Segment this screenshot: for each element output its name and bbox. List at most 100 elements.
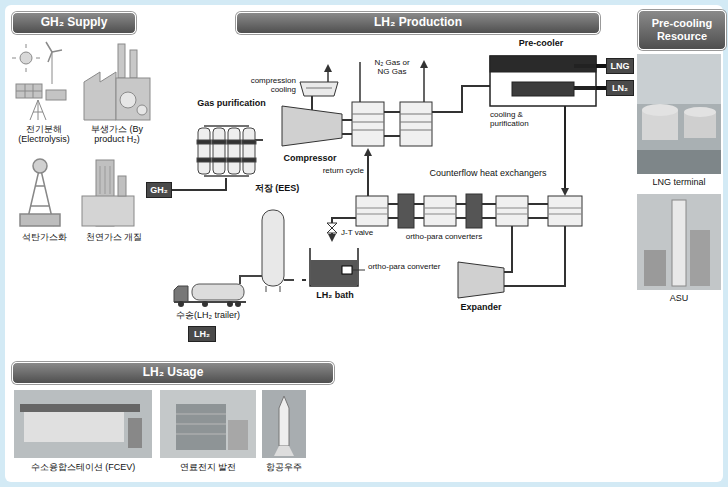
- coal-gasification-icon: [33, 159, 47, 173]
- node-text: GH₂ Supply: [41, 16, 108, 30]
- lng-terminal-photo: [642, 104, 678, 116]
- lh2-trailer: [227, 301, 233, 307]
- byproduct-plant-icon: [137, 105, 147, 115]
- text-label: 석탄가스화: [12, 232, 76, 242]
- node-text: 저장 (EES): [255, 183, 300, 193]
- heat-exchanger-chain: [327, 194, 582, 286]
- counterflow-heat-exchanger: [352, 114, 432, 130]
- section-header: LH₂ Usage: [12, 362, 334, 384]
- coal-gasification-icon: [20, 159, 60, 226]
- purifier-columns: [197, 158, 211, 162]
- pipe-connector: [596, 64, 606, 68]
- storage-tank: [284, 279, 294, 281]
- text-label: 항공우주: [258, 462, 310, 472]
- electrolysis-icon: [16, 84, 42, 98]
- fcev-station-photo: [14, 390, 152, 458]
- text-label: 천연가스 개질: [76, 232, 152, 242]
- electrolysis-icon: [12, 42, 66, 120]
- purifier-columns: [204, 126, 249, 176]
- fuel-cell-plant-photo: [160, 390, 256, 458]
- text-label: cooling & purification: [490, 110, 552, 128]
- byproduct-plant-icon: [130, 50, 137, 78]
- text-label: LNG terminal: [637, 177, 721, 187]
- text-label: return cycle: [306, 166, 364, 175]
- lng-terminal-photo: [637, 54, 721, 104]
- byproduct-plant-icon: [120, 92, 136, 108]
- coolant-tag: LNG: [606, 58, 634, 74]
- text-label: 부생가스 (By product H₂): [78, 124, 156, 145]
- counterflow-heat-exchanger: [384, 112, 400, 136]
- pipe-connector: [302, 279, 306, 281]
- byproduct-plant-icon: [84, 72, 116, 120]
- gas-reforming-icon: [82, 196, 134, 226]
- asu-photo: [637, 194, 721, 290]
- electrolysis-icon: [52, 52, 53, 84]
- byproduct-plant-icon: [84, 44, 150, 120]
- purifier-columns: [212, 140, 226, 144]
- storage-tank: [262, 210, 284, 286]
- node-text: Gas purification: [197, 98, 266, 108]
- node-text: LN₂: [612, 83, 628, 93]
- fuel-cell-plant-photo: [228, 420, 248, 450]
- compressor-symbol: [311, 96, 313, 110]
- gas-reforming-icon: [118, 176, 126, 196]
- asu-photo: [672, 200, 686, 286]
- storage-tank: [266, 286, 280, 292]
- compressor-unit: Compressor: [270, 103, 350, 163]
- text-label: Counterflow heat exchangers: [420, 168, 556, 178]
- pre-cooler-vessel: [512, 82, 574, 96]
- lh2-trailer: [174, 284, 246, 307]
- purifier-columns: [243, 128, 255, 174]
- lng-terminal-photo: [637, 54, 721, 174]
- section-header: Pre-cooling Resource: [638, 10, 726, 50]
- bath-unit: LH₂ bath: [306, 242, 364, 300]
- fcev-station-photo: [24, 412, 124, 442]
- byproduct-plant-icon: [118, 44, 125, 78]
- pre-cooler-vessel: [564, 106, 566, 194]
- pipe-connector: [596, 86, 606, 90]
- electrolysis-icon: [12, 44, 40, 72]
- asu-photo: [637, 194, 721, 290]
- node-text: Pre-cooling Resource: [639, 17, 725, 42]
- lng-terminal-photo: [684, 107, 716, 117]
- heat-exchanger-chain: [548, 196, 582, 226]
- aerospace-photo: [262, 390, 306, 458]
- counterflow-heat-exchanger: [367, 150, 369, 196]
- gas-reforming-icon: [82, 160, 134, 226]
- node-text: Expander: [460, 302, 501, 312]
- lh2-trailer: [202, 301, 208, 307]
- coolant-tag: LN₂: [606, 80, 634, 96]
- counterflow-heat-exchanger: [400, 102, 432, 146]
- aerospace-photo: [274, 446, 294, 456]
- text-label: 수송(LH₂ trailer): [158, 310, 258, 320]
- frame: [5, 5, 723, 482]
- node-text: LNG: [611, 61, 630, 71]
- gas-reforming-icon: [100, 166, 110, 194]
- expander-unit: Expander: [452, 258, 510, 312]
- electrolysis-icon: [46, 90, 66, 100]
- stream-tag: GH₂: [146, 182, 172, 198]
- stream-tag: LH₂: [188, 326, 216, 342]
- text-label: 연료전지 발전: [160, 462, 256, 472]
- lng-terminal-photo: [637, 150, 721, 174]
- lh2-bath: [310, 248, 365, 286]
- heat-exchanger-chain: [327, 223, 337, 228]
- lh2-bath: [310, 248, 358, 286]
- coal-gasification-icon: [20, 214, 60, 226]
- heat-exchanger-chain: [504, 226, 565, 286]
- node-text: LH₂: [194, 329, 210, 339]
- purifier-columns: [227, 158, 241, 162]
- node-text: Pre-cooler: [519, 38, 564, 48]
- text-label: J-T valve: [341, 228, 387, 237]
- heat-exchanger-chain: [424, 196, 456, 226]
- fuel-cell-plant-photo: [176, 414, 226, 434]
- fuel-cell-plant-photo: [176, 404, 226, 450]
- aerospace-photo: [279, 396, 289, 446]
- text-label: N₂ Gas or NG Gas: [370, 58, 414, 76]
- text-label: 전기분해 (Electrolysis): [12, 124, 76, 145]
- pre-cooler-vessel: [574, 66, 596, 88]
- node-text: LH₂ Usage: [143, 366, 204, 380]
- heat-exchanger-chain: [466, 194, 482, 228]
- compressor-symbol: [300, 82, 338, 96]
